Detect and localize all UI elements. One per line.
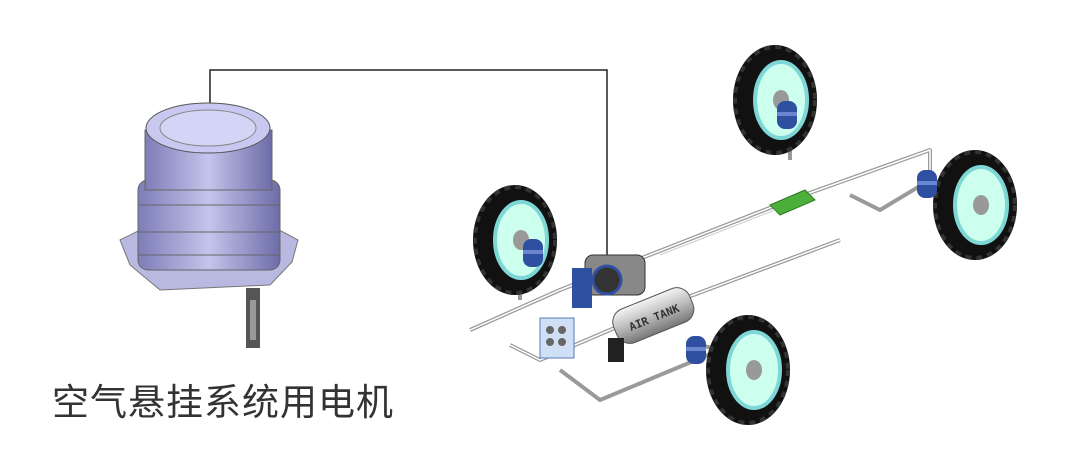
wheel-front-right xyxy=(704,313,792,427)
wheel-front-left xyxy=(471,183,559,297)
ecu xyxy=(769,189,816,216)
valve-block xyxy=(539,317,575,359)
caption: 空气悬挂系统用电机 xyxy=(52,381,394,424)
wheel-rear-right xyxy=(931,148,1019,262)
leader-line xyxy=(209,69,608,268)
motor-image xyxy=(119,102,299,348)
sensor xyxy=(608,338,624,362)
compressor xyxy=(572,254,646,308)
wheel-rear-left xyxy=(731,43,819,157)
